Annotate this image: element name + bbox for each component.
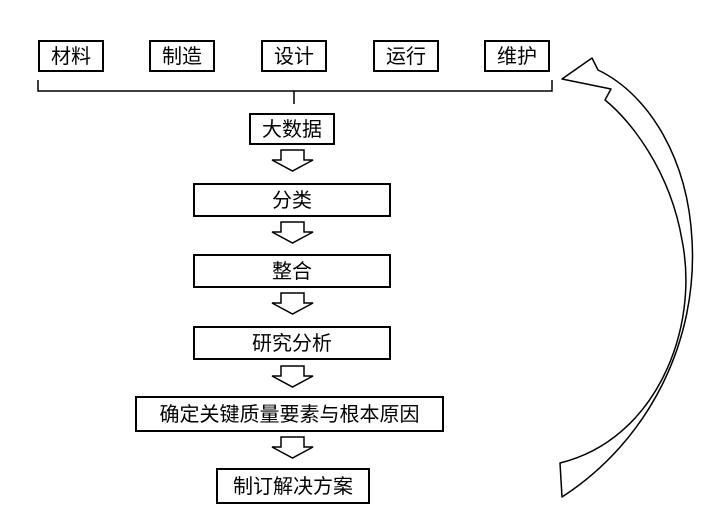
down-arrow-5 (271, 436, 314, 459)
step-label: 整合 (272, 259, 312, 283)
step-label: 大数据 (262, 117, 322, 141)
down-arrow-2 (271, 221, 314, 244)
step-label: 制订解决方案 (233, 474, 353, 498)
step-identify-key-factors: 确定关键质量要素与根本原因 (135, 396, 444, 432)
step-solution: 制订解决方案 (216, 468, 370, 504)
top-bracket (37, 80, 553, 104)
top-box-maintenance: 维护 (484, 40, 550, 72)
down-arrow-4 (271, 365, 314, 388)
top-box-label: 维护 (497, 44, 537, 68)
step-research-analysis: 研究分析 (193, 326, 391, 360)
step-label: 分类 (272, 188, 312, 212)
top-box-label: 材料 (51, 44, 91, 68)
step-classification: 分类 (193, 183, 391, 217)
step-label: 研究分析 (252, 331, 332, 355)
step-integration: 整合 (193, 254, 391, 288)
feedback-curved-arrow (559, 57, 694, 498)
top-box-operation: 运行 (373, 40, 439, 72)
top-box-materials: 材料 (38, 40, 104, 72)
down-arrow-3 (271, 292, 314, 315)
top-box-design: 设计 (261, 40, 327, 72)
down-arrow-1 (271, 149, 314, 172)
top-box-manufacturing: 制造 (149, 40, 215, 72)
step-label: 确定关键质量要素与根本原因 (159, 402, 420, 426)
top-box-label: 制造 (162, 44, 202, 68)
top-box-label: 运行 (386, 44, 426, 68)
step-big-data: 大数据 (249, 113, 335, 145)
top-box-label: 设计 (274, 44, 314, 68)
